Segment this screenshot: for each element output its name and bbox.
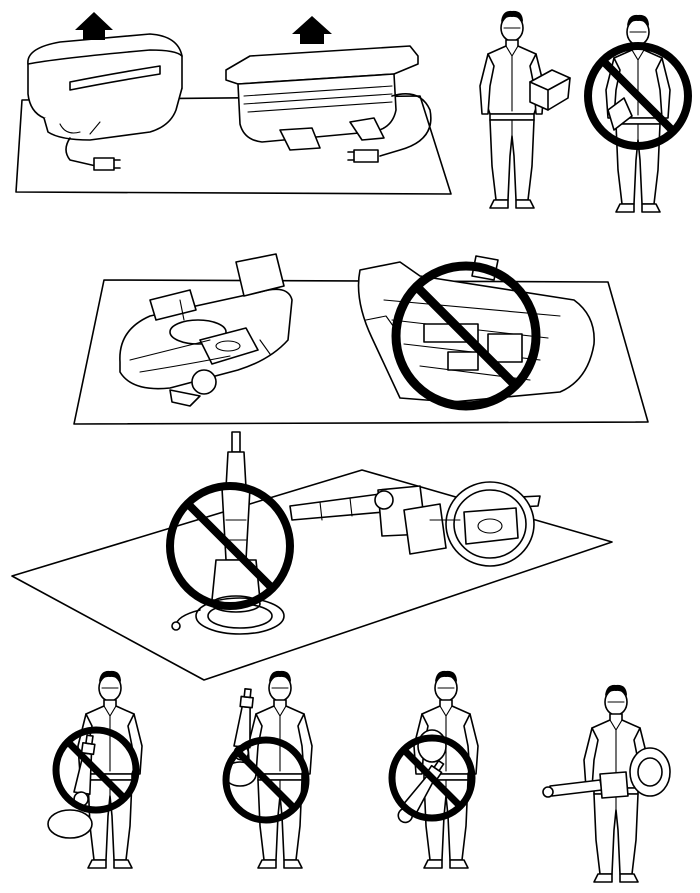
up-arrow-icon [75, 12, 113, 40]
panel-airbag-face-up [16, 12, 451, 194]
panel-person-carry-correct [480, 11, 570, 208]
up-arrow-icon [292, 16, 332, 44]
panel-column-flat [12, 470, 612, 680]
panel-carry-column-correct [543, 685, 670, 882]
panel-carry-column-2 [224, 671, 312, 868]
panel-carry-column-3 [395, 671, 478, 868]
